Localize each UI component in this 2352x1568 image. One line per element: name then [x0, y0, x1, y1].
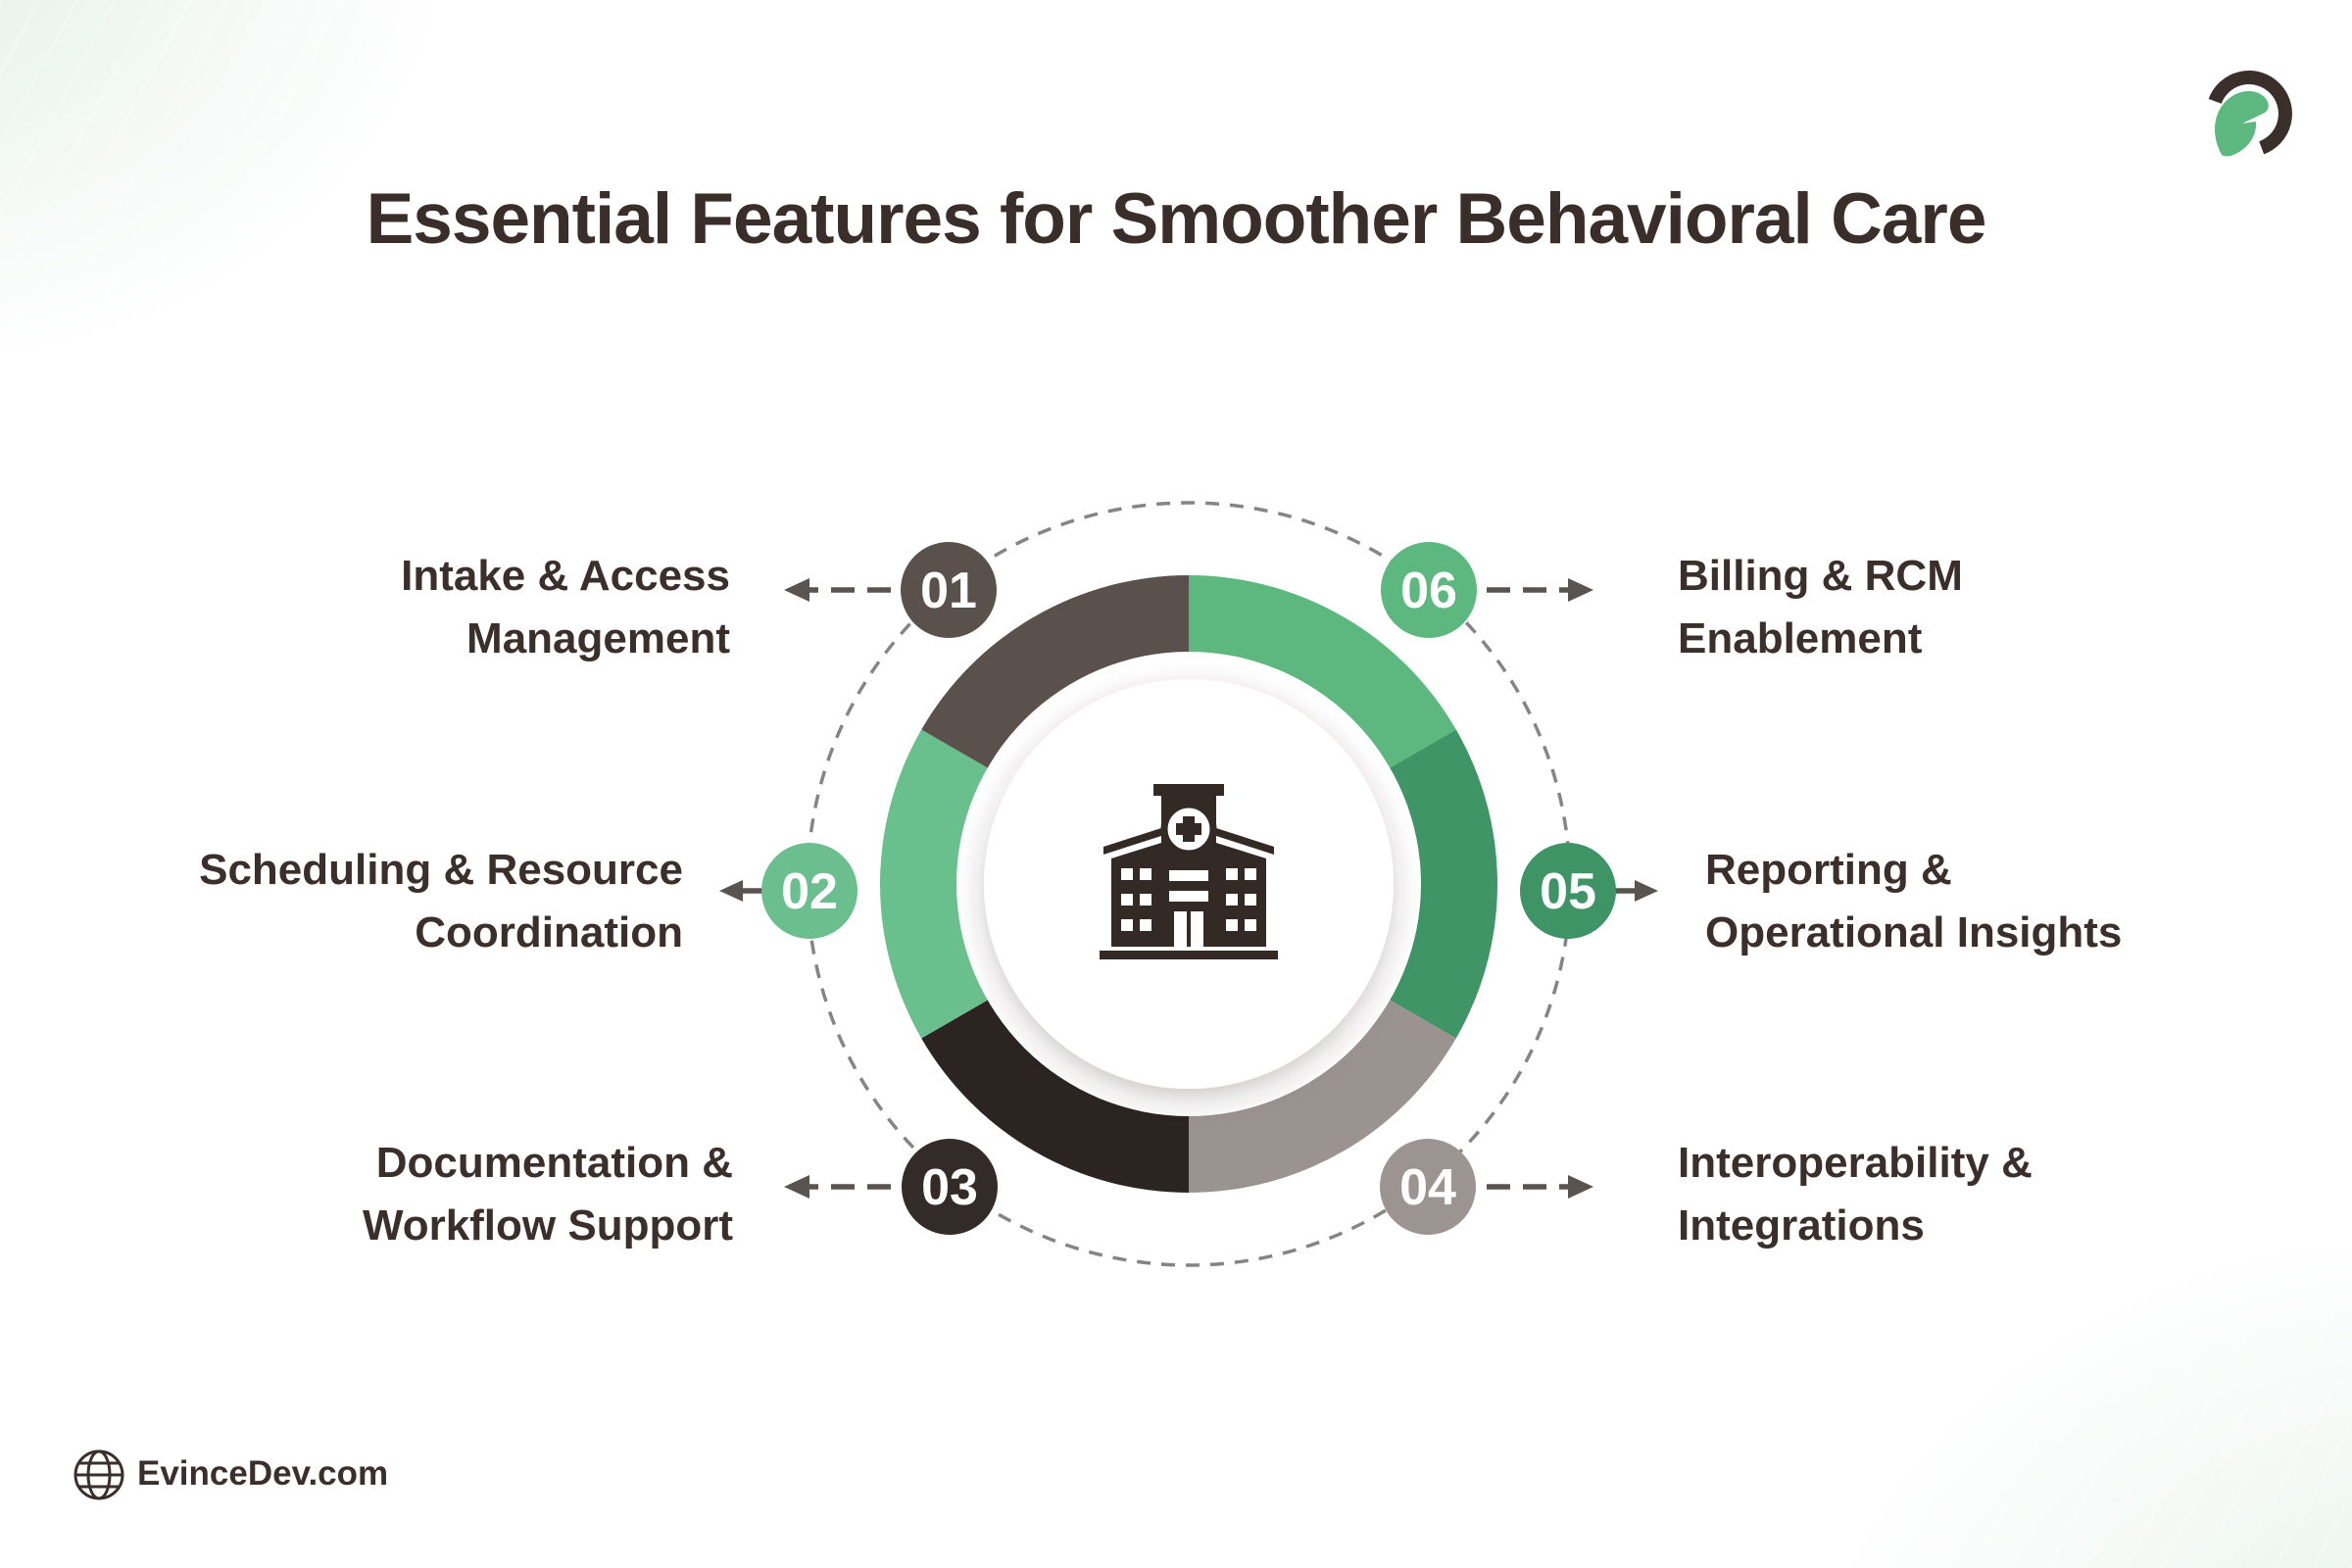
item-circle-02	[761, 843, 858, 939]
item-number-06: 06	[1400, 563, 1457, 619]
ring-segment-04	[1189, 1000, 1456, 1193]
item-label-01-line1: Intake & Access	[401, 552, 730, 600]
item-circle-03	[902, 1139, 998, 1235]
item-number-03: 03	[921, 1159, 978, 1216]
item-label-05-line1: Reporting &	[1705, 846, 1952, 894]
evincedev-logo	[2208, 71, 2292, 157]
item-label-01-line2: Management	[466, 614, 730, 662]
item-label-02: Scheduling & Resource Coordination	[193, 839, 683, 964]
item-label-05-line2: Operational Insights	[1705, 908, 2123, 956]
item-circle-06	[1381, 542, 1477, 638]
item-label-03-line1: Documentation &	[375, 1139, 733, 1187]
item-label-03-line2: Workflow Support	[362, 1201, 733, 1250]
ring-segment-06	[1189, 575, 1456, 768]
ring-segment-02	[879, 729, 989, 1039]
item-label-06-line2: Enablement	[1678, 614, 1923, 662]
page-title: Essential Features for Smoother Behavior…	[366, 179, 1987, 259]
hospital-building-icon	[1100, 784, 1278, 959]
connector-arrows	[737, 587, 1641, 1190]
item-circle-05	[1520, 843, 1616, 939]
item-label-02-line1: Scheduling & Resource	[199, 846, 683, 894]
logo-helmet-icon	[2215, 91, 2269, 157]
arrow-05-head	[1635, 880, 1658, 902]
item-label-03: Documentation & Workflow Support	[243, 1132, 733, 1257]
item-label-04-line2: Integrations	[1678, 1201, 1925, 1250]
item-number-05: 05	[1540, 863, 1596, 920]
item-label-04: Interoperability & Integrations	[1678, 1132, 2305, 1257]
item-label-05: Reporting & Operational Insights	[1705, 839, 2332, 964]
item-circle-04	[1380, 1139, 1476, 1235]
item-number-01: 01	[920, 563, 977, 619]
footer-site-text: EvinceDev.com	[137, 1454, 389, 1493]
item-label-01: Intake & Access Management	[240, 545, 730, 670]
ring-segment-05	[1389, 729, 1498, 1039]
arrow-heads	[719, 578, 1658, 1199]
arrow-01-head	[784, 578, 809, 602]
item-label-06-line1: Billing & RCM	[1678, 552, 1963, 600]
logo-crest-icon	[2208, 71, 2292, 155]
ring-segment-01	[921, 575, 1189, 768]
item-label-06: Billing & RCM Enablement	[1678, 545, 2305, 670]
item-label-02-line2: Coordination	[415, 908, 683, 956]
item-circle-01	[901, 542, 997, 638]
number-badges: 01 02 03 04 05 06	[761, 542, 1616, 1235]
item-number-02: 02	[781, 863, 838, 920]
ring-segment-03	[921, 1000, 1189, 1193]
item-label-04-line1: Interoperability &	[1678, 1139, 2033, 1187]
globe-icon	[74, 1449, 124, 1500]
donut-ring	[879, 575, 1498, 1193]
arrow-06-head	[1568, 578, 1593, 602]
arrow-02-head	[719, 880, 743, 902]
arrow-03-head	[784, 1175, 809, 1199]
arrow-04-head	[1568, 1175, 1593, 1199]
item-number-04: 04	[1399, 1159, 1456, 1216]
